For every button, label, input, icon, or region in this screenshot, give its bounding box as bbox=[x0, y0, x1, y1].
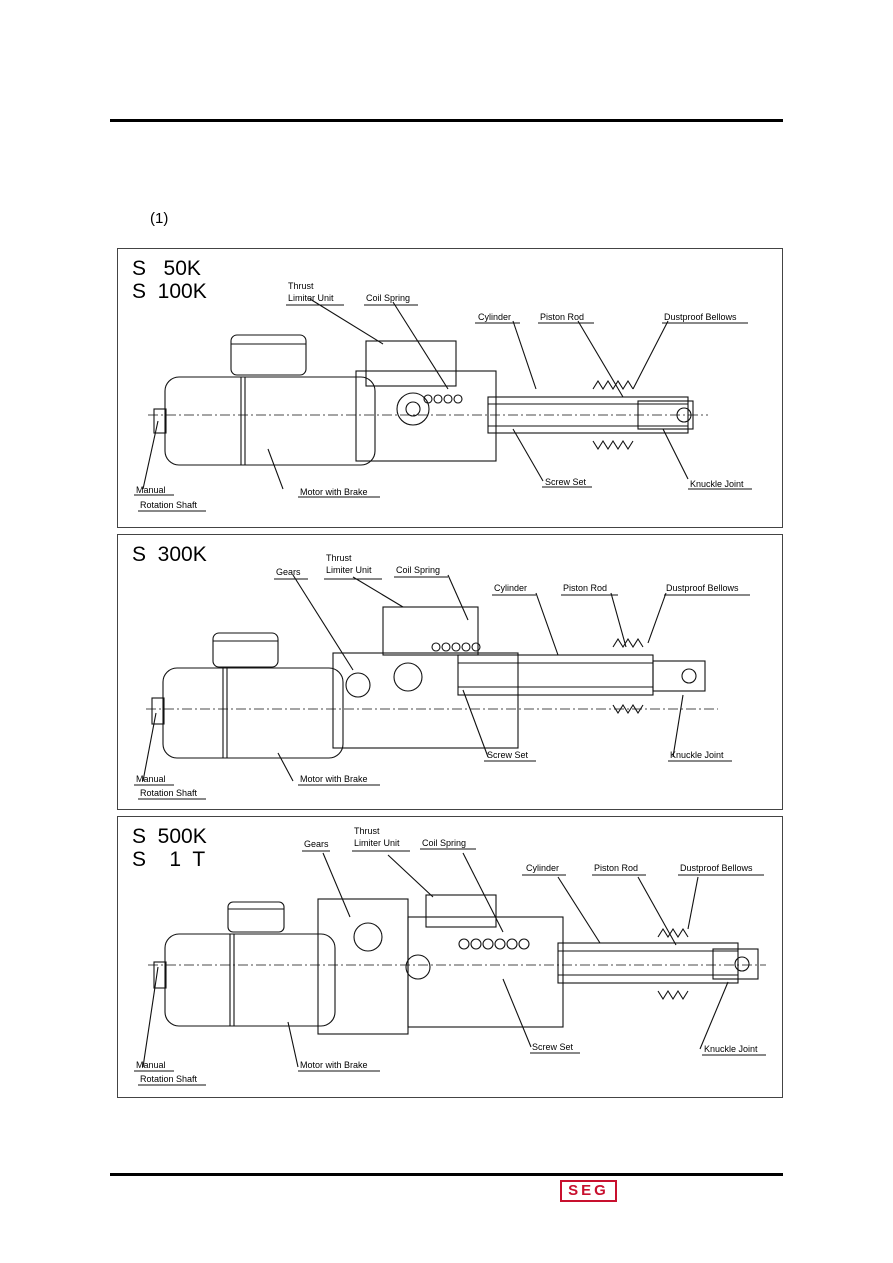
coil-spring-label: Coil Spring bbox=[422, 838, 466, 848]
actuator-panel-500k-1t: S 500K S 1 T Gears Thrust Limiter Unit C… bbox=[117, 816, 783, 1098]
header-rule bbox=[110, 119, 783, 122]
thrust-limiter-label-1: Thrust bbox=[288, 281, 314, 291]
piston-rod-label: Piston Rod bbox=[540, 312, 584, 322]
model-label-2: S 1 T bbox=[132, 848, 205, 871]
bellows-label: Dustproof Bellows bbox=[664, 312, 737, 322]
actuator-panel-300k: S 300K Gears Thrust Limiter Unit Coil Sp… bbox=[117, 534, 783, 810]
manual-shaft-label-2: Rotation Shaft bbox=[140, 500, 198, 510]
seg-logo: SEG bbox=[560, 1180, 617, 1202]
motor-label: Motor with Brake bbox=[300, 487, 368, 497]
terminal-box bbox=[230, 334, 307, 376]
actuator-drawing-300k: S 300K Gears Thrust Limiter Unit Coil Sp… bbox=[132, 543, 750, 800]
cylinder-label: Cylinder bbox=[494, 583, 527, 593]
manual-shaft-label-1: Manual bbox=[136, 1060, 166, 1070]
actuator-panel-50k-100k: S 50K S 100K Thrust Limiter Unit Coil Sp… bbox=[117, 248, 783, 528]
manual-shaft-label-2: Rotation Shaft bbox=[140, 788, 198, 798]
thrust-limiter-label-1: Thrust bbox=[326, 553, 352, 563]
manual-shaft-label-1: Manual bbox=[136, 485, 166, 495]
model-label-1: S 300K bbox=[132, 543, 207, 566]
screw-set-label: Screw Set bbox=[487, 750, 529, 760]
gears-label: Gears bbox=[304, 839, 329, 849]
screw-set-label: Screw Set bbox=[545, 477, 587, 487]
actuator-drawing-500k-1t: S 500K S 1 T Gears Thrust Limiter Unit C… bbox=[132, 825, 766, 1086]
section-number: (1) bbox=[150, 210, 169, 227]
cylinder-label: Cylinder bbox=[478, 312, 511, 322]
screw-set-label: Screw Set bbox=[532, 1042, 574, 1052]
thrust-limiter-label-2: Limiter Unit bbox=[288, 293, 334, 303]
bellows-label: Dustproof Bellows bbox=[666, 583, 739, 593]
motor-body bbox=[164, 376, 376, 466]
piston-rod-label: Piston Rod bbox=[563, 583, 607, 593]
manual-shaft-label-1: Manual bbox=[136, 774, 166, 784]
thrust-limiter-label-2: Limiter Unit bbox=[354, 838, 400, 848]
knuckle-joint-label: Knuckle Joint bbox=[704, 1044, 758, 1054]
gears-label: Gears bbox=[276, 567, 301, 577]
model-label-1: S 500K bbox=[132, 825, 207, 848]
model-label-1: S 50K bbox=[132, 257, 201, 280]
model-label-2: S 100K bbox=[132, 280, 207, 303]
thrust-limiter-label-2: Limiter Unit bbox=[326, 565, 372, 575]
knuckle-joint-label: Knuckle Joint bbox=[670, 750, 724, 760]
coil-spring-label: Coil Spring bbox=[396, 565, 440, 575]
cylinder-label: Cylinder bbox=[526, 863, 559, 873]
thrust-limiter-label-1: Thrust bbox=[354, 826, 380, 836]
motor-label: Motor with Brake bbox=[300, 1060, 368, 1070]
bellows-label: Dustproof Bellows bbox=[680, 863, 753, 873]
motor-label: Motor with Brake bbox=[300, 774, 368, 784]
coil-spring-label: Coil Spring bbox=[366, 293, 410, 303]
manual-shaft-label-2: Rotation Shaft bbox=[140, 1074, 198, 1084]
limiter-housing bbox=[365, 340, 457, 387]
actuator-drawing-50k-100k: S 50K S 100K Thrust Limiter Unit Coil Sp… bbox=[132, 257, 752, 512]
footer-rule bbox=[110, 1173, 783, 1176]
knuckle-joint-label: Knuckle Joint bbox=[690, 479, 744, 489]
piston-rod-label: Piston Rod bbox=[594, 863, 638, 873]
